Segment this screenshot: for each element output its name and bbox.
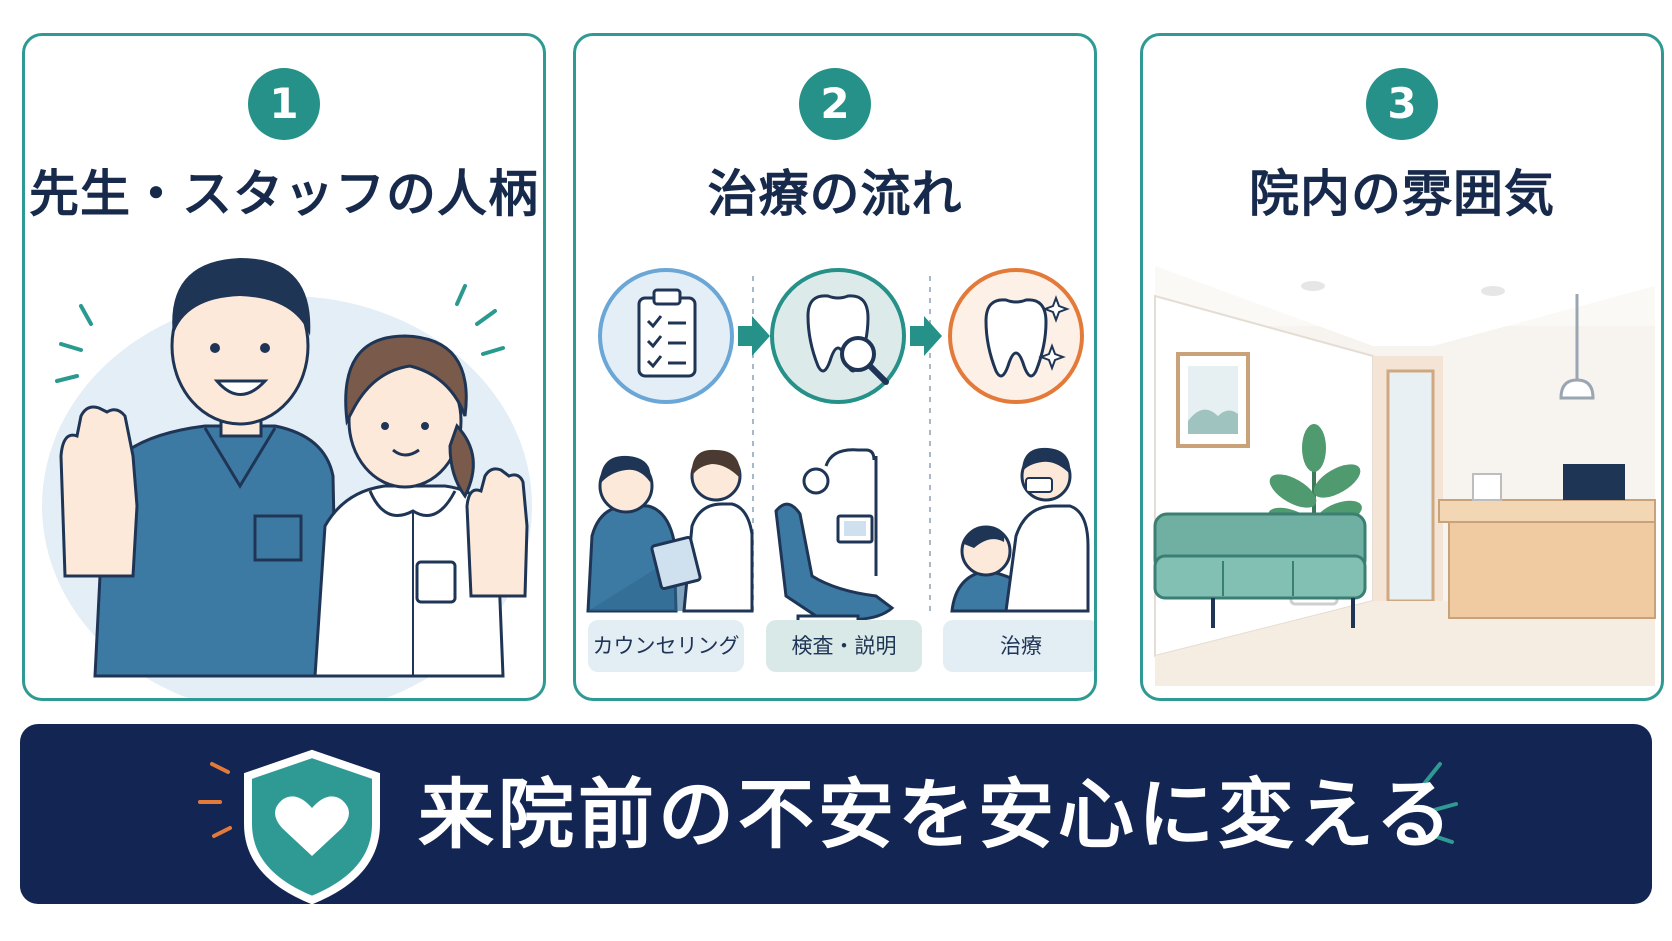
card-number: 3	[1366, 68, 1438, 140]
card-clinic-atmosphere: 3 院内の雰囲気	[1140, 33, 1664, 701]
sparkling-tooth-icon	[948, 268, 1084, 404]
spark-lines-left	[198, 762, 232, 838]
card-title: 院内の雰囲気	[1249, 165, 1555, 223]
flow-step-label: 検査・説明	[766, 620, 922, 672]
card-number: 1	[248, 68, 320, 140]
banner-slogan: 来院前の不安を安心に変える	[418, 770, 1456, 859]
arrow-right-icon	[910, 316, 942, 356]
flow-illustration	[586, 268, 1090, 626]
tooth-magnifier-icon	[770, 268, 906, 404]
flow-step-label: カウンセリング	[588, 620, 744, 672]
card-title: 治療の流れ	[707, 165, 963, 223]
card-title: 先生・スタッフの人柄	[29, 165, 539, 223]
card-staff: 1 先生・スタッフの人柄	[22, 33, 546, 701]
shield-heart-icon	[244, 749, 380, 904]
banner: 来院前の不安を安心に変える	[20, 724, 1652, 904]
clipboard-icon	[598, 268, 734, 404]
banner-decoration	[198, 749, 1458, 904]
spark-lines-right	[1422, 762, 1458, 844]
card-number: 2	[799, 68, 871, 140]
card-treatment-flow: 2 治療の流れ	[573, 33, 1097, 701]
clinic-interior-illustration	[1153, 266, 1656, 686]
staff-illustration	[42, 258, 532, 698]
flow-step-label: 治療	[943, 620, 1094, 672]
arrow-right-icon	[738, 316, 770, 356]
